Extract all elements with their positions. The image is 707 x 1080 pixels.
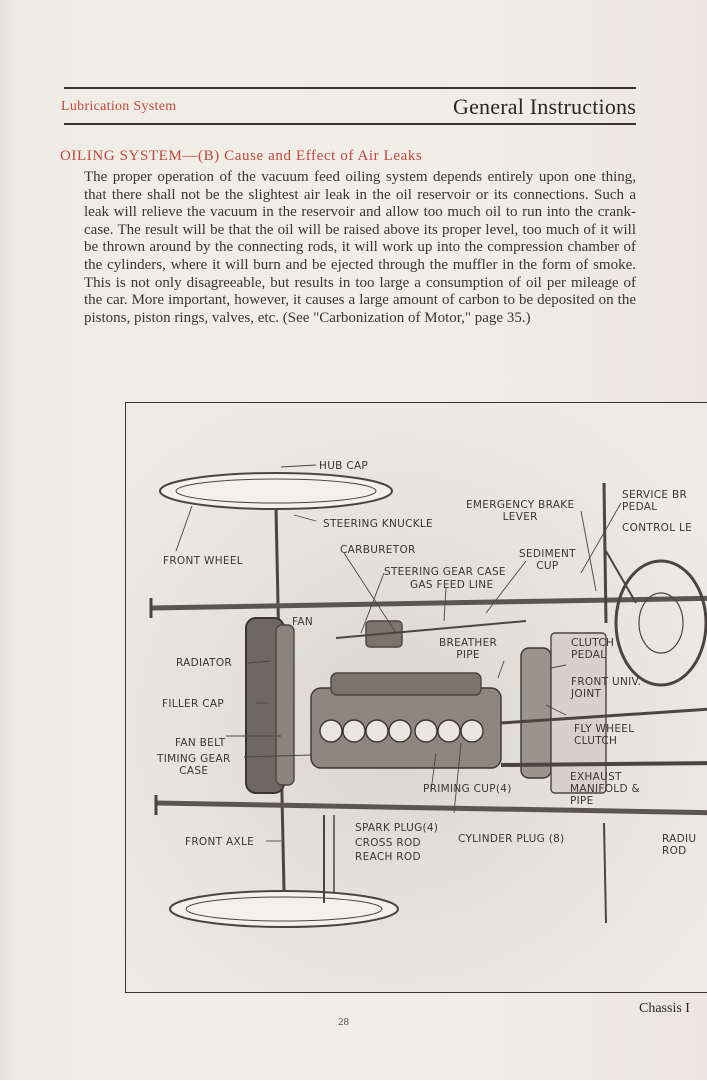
label-reach-rod: REACH ROD [355,851,421,863]
header-rule-bottom [64,123,636,125]
label-fan-belt: FAN BELT [175,737,226,749]
label-timing-gear-case: TIMING GEAR CASE [157,753,231,777]
label-control-lever: CONTROL LE [622,522,693,534]
label-steering-knuckle: STEERING KNUCKLE [323,518,433,530]
label-hub-cap: HUB CAP [319,460,369,472]
section-title: OILING SYSTEM—(B) Cause and Effect of Ai… [60,148,423,164]
running-head-right: General Instructions [453,94,636,119]
label-filler-cap: FILLER CAP [162,698,224,710]
label-front-axle: FRONT AXLE [185,836,255,848]
body-paragraph: The proper operation of the vacuum feed … [84,169,636,326]
chassis-illustration: HUB CAP STEERING KNUCKLE EMERGENCY BRAKE… [125,402,707,993]
label-service-brake-pedal: SERVICE BR PEDAL [622,489,688,513]
label-sediment-cup: SEDIMENT CUP [519,548,576,572]
label-priming-cup: PRIMING CUP(4) [423,783,512,795]
label-steering-gear-case: STEERING GEAR CASE [384,566,506,578]
front-wheel-bottom [169,890,399,928]
label-gas-feed-line: GAS FEED LINE [410,579,494,591]
label-fan: FAN [292,616,314,628]
page-number: 28 [338,1016,349,1028]
front-wheel-top [159,472,393,510]
running-head-left: Lubrication System [61,99,177,114]
label-carburetor: CARBURETOR [340,544,416,556]
label-front-univ-joint: FRONT UNIV. JOINT [571,676,642,700]
header-rule-top [64,87,636,89]
label-emergency-brake-lever: EMERGENCY BRAKE LEVER [466,499,575,523]
steering-wheel [614,559,707,687]
label-cylinder-plug: CYLINDER PLUG (8) [458,833,565,845]
label-exhaust-manifold-pipe: EXHAUST MANIFOLD & PIPE [570,771,640,807]
label-radiator: RADIATOR [176,657,232,669]
label-breather-pipe: BREATHER PIPE [439,637,498,661]
label-spark-plug: SPARK PLUG(4) [355,822,439,834]
label-front-wheel: FRONT WHEEL [163,555,243,567]
label-clutch-pedal: CLUTCH PEDAL [571,637,615,661]
label-cross-rod: CROSS ROD [355,837,421,849]
label-radius-rod: RADIU ROD [662,833,697,857]
figure-caption: Chassis I [639,1001,690,1016]
chassis-drawing [149,464,707,928]
label-fly-wheel-clutch: FLY WHEEL CLUTCH [574,723,635,747]
